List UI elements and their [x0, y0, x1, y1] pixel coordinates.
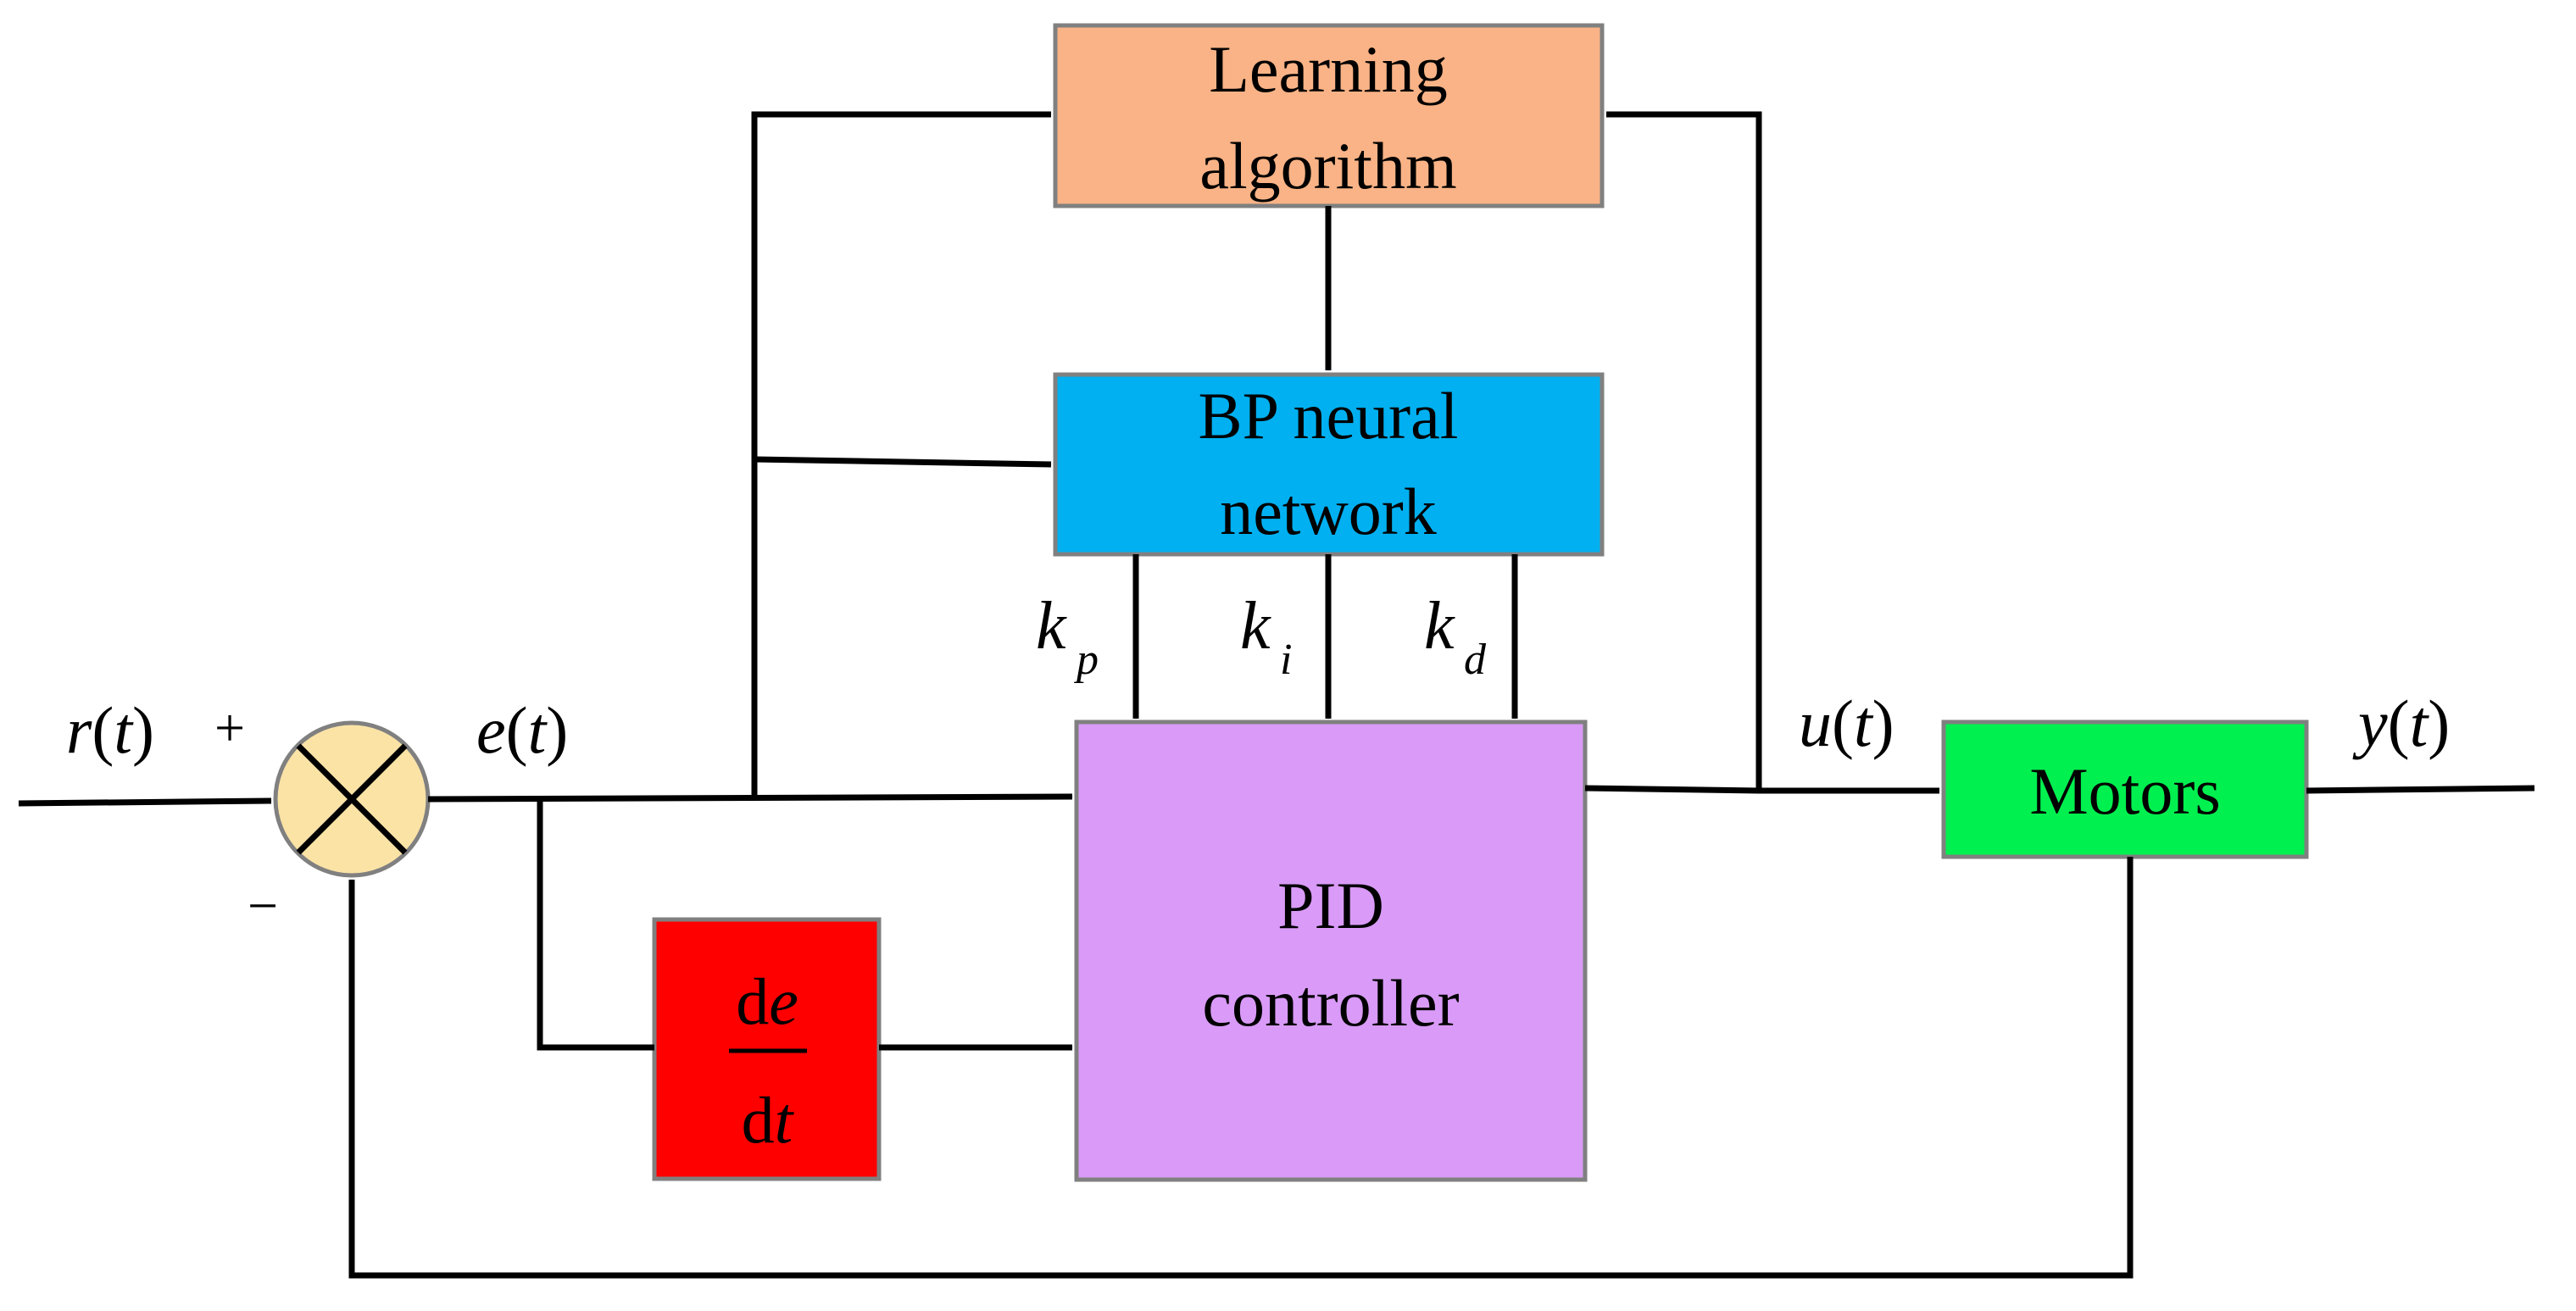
- control-arrow-to-motors: [1584, 785, 1940, 794]
- input-arrow-r: [18, 797, 272, 807]
- error-arrow-to-bp: [754, 456, 1052, 468]
- pid-controller-label-line2: controller: [1202, 966, 1459, 1040]
- learning-algorithm-block: Learning algorithm: [1053, 23, 1605, 208]
- derivative-block: de dt: [652, 917, 882, 1181]
- motors-box: [1941, 719, 2309, 859]
- pid-controller-box: [1074, 719, 1588, 1182]
- signal-label-e: e(t): [476, 693, 568, 767]
- error-arrow-to-pid: [427, 793, 1073, 803]
- gain-kd-base: k: [1424, 589, 1455, 664]
- summing-junction: [273, 720, 431, 878]
- pid-controller-label-line1: PID: [1277, 869, 1384, 942]
- learning-algorithm-box: [1053, 23, 1605, 208]
- output-arrow-y: [2306, 785, 2535, 794]
- control-arrow-to-learning: [1605, 111, 1762, 791]
- learning-algorithm-label-line2: algorithm: [1199, 129, 1456, 203]
- error-arrow-to-learning: [751, 111, 1052, 797]
- derivative-numerator: de: [736, 964, 798, 1038]
- gain-ki-sub: i: [1280, 636, 1292, 684]
- gain-label-kp: k p: [1036, 589, 1099, 684]
- sign-plus: +: [214, 697, 245, 758]
- feedback-arrow-to-sum: [348, 857, 2134, 1279]
- sign-minus: −: [248, 875, 278, 936]
- gain-label-ki: k i: [1240, 589, 1292, 684]
- gain-ki-base: k: [1240, 589, 1271, 664]
- gain-kp-sub: p: [1073, 636, 1099, 684]
- learning-algorithm-label-line1: Learning: [1209, 32, 1448, 106]
- signal-label-y: y(t): [2352, 686, 2450, 760]
- motors-label: Motors: [2029, 754, 2220, 828]
- summing-junction-cross-b: [296, 743, 408, 855]
- error-branch-to-derivative: [537, 799, 654, 1051]
- gain-label-kd: k d: [1424, 589, 1487, 684]
- pid-controller-block: PID controller: [1074, 719, 1588, 1182]
- derivative-denominator: dt: [742, 1083, 795, 1157]
- bp-neural-network-box: [1053, 372, 1605, 557]
- signal-label-u: u(t): [1799, 686, 1894, 760]
- gain-kd-sub: d: [1464, 636, 1487, 684]
- gain-kp-base: k: [1036, 589, 1067, 664]
- motors-block: Motors: [1941, 719, 2309, 859]
- signal-label-r: r(t): [66, 693, 154, 767]
- bp-neural-network-label-line1: BP neural: [1199, 379, 1459, 453]
- bp-neural-network-block: BP neural network: [1053, 372, 1605, 557]
- bp-neural-network-label-line2: network: [1220, 475, 1437, 548]
